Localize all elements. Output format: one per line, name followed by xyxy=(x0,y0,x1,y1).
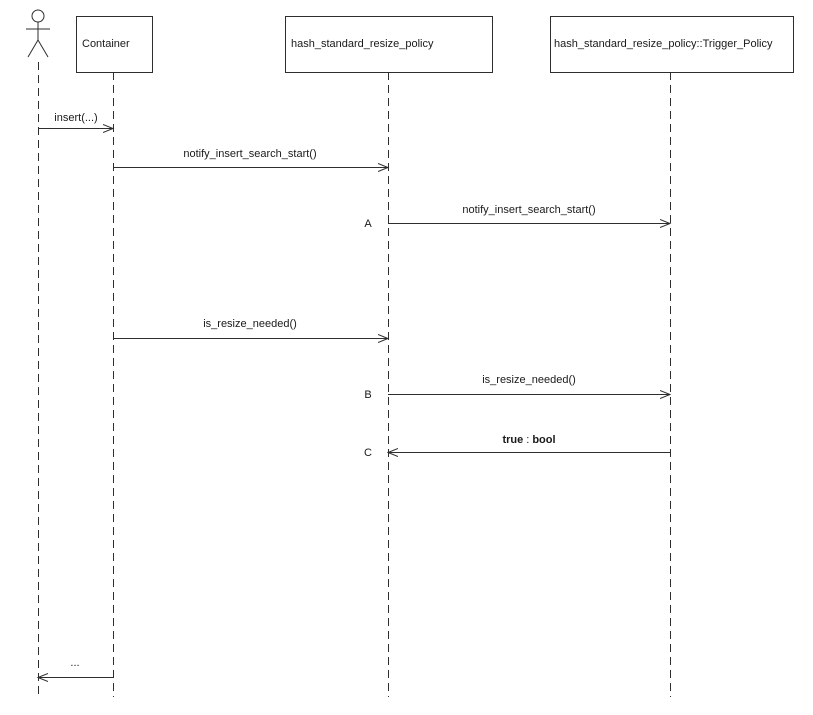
message-is-resize-needed-2: B is_resize_needed() xyxy=(364,374,670,401)
participant-rect xyxy=(76,16,153,73)
return-type: bool xyxy=(532,434,555,446)
participant-box-trigger-policy: hash_standard_resize_policy::Trigger_Pol… xyxy=(550,16,794,73)
sequence-tag-b: B xyxy=(364,389,371,401)
message-label: insert(...) xyxy=(54,112,97,124)
sequence-tag-a: A xyxy=(364,218,372,230)
participant-box-hash-standard-resize-policy: hash_standard_resize_policy xyxy=(285,16,493,73)
sequence-tag-c: C xyxy=(364,447,372,459)
participant-rect xyxy=(285,16,493,73)
message-insert: insert(...) xyxy=(38,112,113,129)
participant-label: Container xyxy=(82,38,130,50)
return-value: true xyxy=(502,434,523,446)
participant-rect xyxy=(550,16,794,73)
actor-right-leg xyxy=(37,39,49,58)
message-label: ... xyxy=(70,657,79,669)
message-label: is_resize_needed() xyxy=(482,374,576,386)
message-label: true:bool xyxy=(502,434,555,446)
message-label: notify_insert_search_start() xyxy=(183,148,316,160)
participant-box-container: Container xyxy=(76,16,153,73)
message-is-resize-needed-1: is_resize_needed() xyxy=(113,318,388,339)
actor-stick-figure-icon xyxy=(26,9,50,58)
message-notify-insert-search-start-1: notify_insert_search_start() xyxy=(113,148,388,168)
actor-head xyxy=(31,9,45,23)
message-notify-insert-search-start-2: A notify_insert_search_start() xyxy=(364,204,670,230)
participant-label: hash_standard_resize_policy xyxy=(291,38,434,50)
return-separator: : xyxy=(526,434,529,446)
message-return-ellipsis: ... xyxy=(38,657,113,678)
participant-label: hash_standard_resize_policy::Trigger_Pol… xyxy=(554,38,773,50)
actor-left-leg xyxy=(27,39,39,58)
message-label: notify_insert_search_start() xyxy=(462,204,595,216)
message-return-true-bool: C true:bool xyxy=(364,434,671,459)
message-label: is_resize_needed() xyxy=(203,318,297,330)
